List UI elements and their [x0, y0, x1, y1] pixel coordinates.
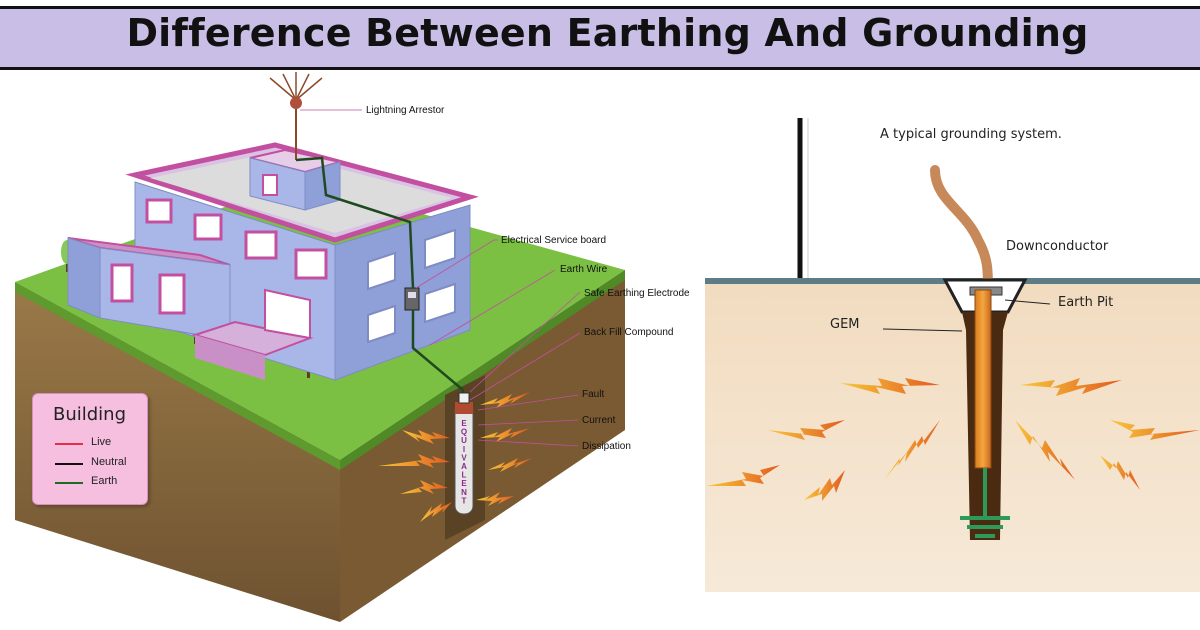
- label-service-board: Electrical Service board: [501, 235, 606, 246]
- label-lightning-arrestor: Lightning Arrestor: [366, 105, 445, 116]
- label-electrode: Safe Earthing Electrode: [584, 288, 690, 299]
- building-legend: Building Live Neutral Earth: [32, 393, 148, 505]
- label-fault: Fault: [582, 389, 604, 400]
- electrode-brand-letter: U: [461, 436, 467, 445]
- legend-swatch-neutral: [55, 463, 83, 465]
- label-backfill: Back Fill Compound: [584, 327, 673, 338]
- label-dissipation: Dissipation: [582, 441, 631, 452]
- lightning-arrestor-icon: [269, 72, 323, 160]
- earth-wire: [295, 156, 415, 289]
- grounding-title: A typical grounding system.: [880, 127, 1062, 142]
- soil-front-face: [15, 282, 340, 622]
- grounding-diagram: A typical grounding system. Downconducto…: [705, 100, 1200, 592]
- title-banner: Difference Between Earthing And Groundin…: [0, 6, 1200, 70]
- electrode-brand-letter: Q: [461, 428, 467, 437]
- legend-swatch-earth: [55, 482, 83, 484]
- page-title: Difference Between Earthing And Groundin…: [126, 11, 1089, 55]
- electrode-brand-letter: I: [463, 445, 465, 454]
- legend-label-neutral: Neutral: [91, 456, 127, 468]
- electrode-brand-letter: A: [461, 462, 467, 471]
- label-downconductor: Downconductor: [1006, 239, 1109, 254]
- electrode-brand-letter: N: [461, 488, 467, 497]
- legend-item-earth: Earth: [55, 475, 145, 489]
- fault-current-bolts: [378, 392, 532, 522]
- electrode-brand-letter: L: [462, 471, 467, 480]
- legend-label-live: Live: [91, 436, 112, 448]
- label-gem: GEM: [830, 317, 860, 332]
- electrode-brand-letter: E: [461, 419, 467, 428]
- label-current: Current: [582, 415, 616, 426]
- legend-label-earth: Earth: [91, 475, 118, 487]
- legend-item-neutral: Neutral: [55, 456, 145, 470]
- earth-rod: [974, 289, 992, 469]
- legend-swatch-live: [55, 443, 83, 445]
- electrode-brand-letter: V: [461, 453, 467, 462]
- building: [67, 142, 479, 381]
- ground-symbol-icon: [960, 516, 1010, 538]
- legend-title: Building: [53, 404, 127, 425]
- legend-item-live: Live: [55, 436, 145, 450]
- dissipation-bolts: [706, 378, 1200, 501]
- label-earth-pit: Earth Pit: [1058, 295, 1113, 310]
- label-earth-wire: Earth Wire: [560, 264, 608, 275]
- electrode-brand-letter: E: [461, 479, 467, 488]
- electrode-brand-letter: T: [462, 496, 467, 505]
- ground-soil: [705, 284, 1200, 592]
- downconductor: [930, 165, 993, 295]
- service-board: [404, 287, 420, 311]
